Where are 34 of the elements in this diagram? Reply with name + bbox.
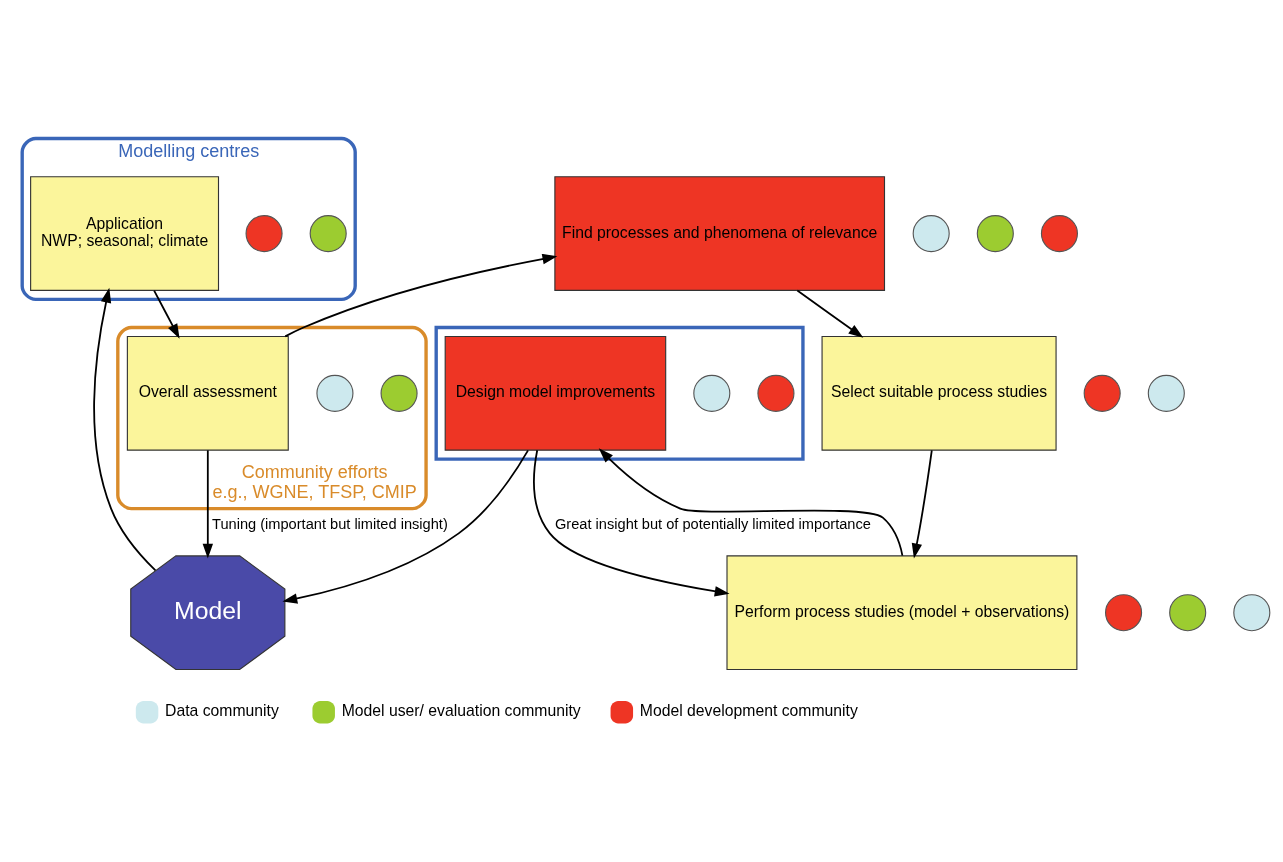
edge-label: Tuning (important but limited insight) bbox=[212, 516, 448, 533]
node-circle bbox=[1040, 215, 1078, 253]
arrow bbox=[282, 449, 529, 604]
node-circle bbox=[1169, 594, 1207, 632]
node-box: Select suitable process studies bbox=[821, 335, 1057, 451]
node-circle bbox=[309, 215, 347, 253]
node-circle bbox=[245, 215, 283, 253]
node-circle bbox=[1147, 374, 1185, 412]
node-circle bbox=[1083, 374, 1121, 412]
arrow bbox=[533, 449, 730, 597]
node-circle bbox=[1105, 594, 1143, 632]
arrow bbox=[153, 289, 180, 339]
node-box: Perform process studies (model + observations) bbox=[726, 555, 1078, 671]
node-circle bbox=[912, 215, 950, 253]
edge-label: Great insight but of potentially limited importance bbox=[554, 516, 871, 533]
arrow bbox=[284, 253, 558, 338]
node-circle bbox=[976, 215, 1014, 253]
legend-label: Model user/ evaluation community bbox=[341, 702, 581, 720]
arrow bbox=[93, 287, 157, 572]
node-circle bbox=[380, 374, 418, 412]
node-circle bbox=[757, 374, 795, 412]
node-circle bbox=[316, 374, 354, 412]
node-box: Find processes and phenomena of relevance bbox=[554, 176, 886, 291]
arrow bbox=[796, 289, 864, 338]
arrow bbox=[911, 449, 933, 559]
legend-label: Model development community bbox=[639, 702, 858, 720]
node-circle bbox=[1233, 594, 1271, 632]
node-box: Overall assessment bbox=[126, 335, 289, 451]
node-box: Application NWP; seasonal; climate bbox=[30, 176, 220, 291]
legend-label: Data community bbox=[165, 702, 279, 720]
node-circle bbox=[693, 374, 731, 412]
node-box: Design model improvements bbox=[444, 335, 667, 451]
arrow bbox=[202, 449, 213, 559]
arrow bbox=[598, 448, 904, 557]
